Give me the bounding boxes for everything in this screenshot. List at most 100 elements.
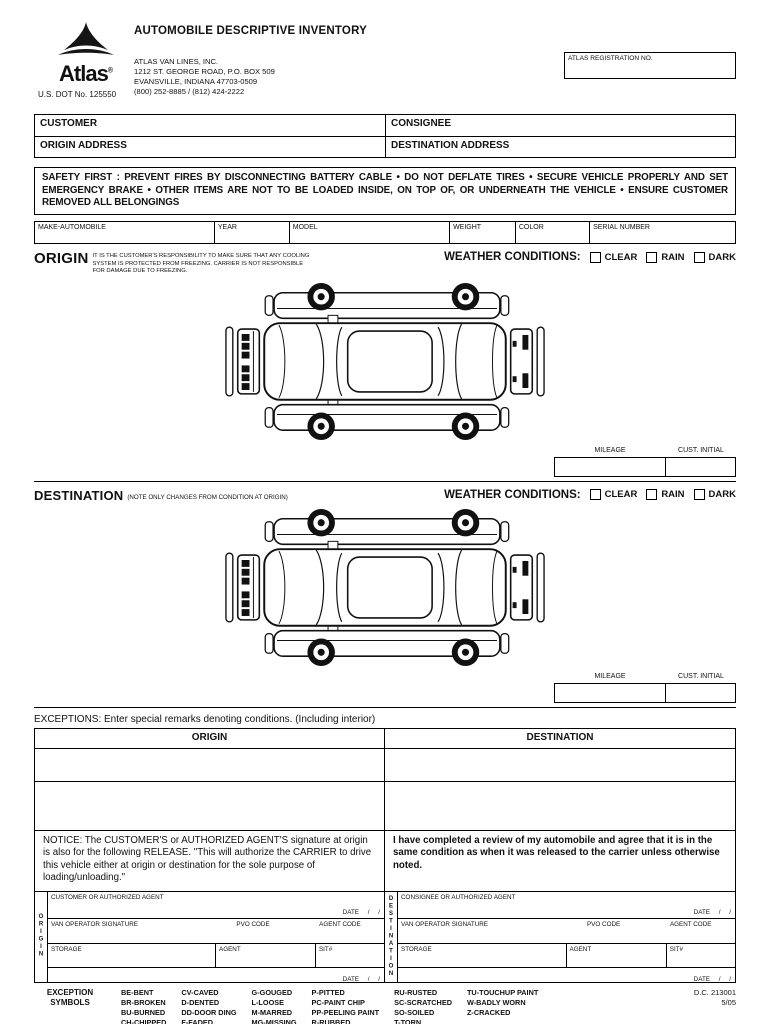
- symbols-column-2: CV-CAVED D-DENTED DD-DOOR DING F-FADED: [181, 987, 237, 1024]
- rain-label: RAIN: [661, 489, 685, 501]
- weather-label: WEATHER CONDITIONS:: [444, 488, 581, 501]
- destination-cust-initial-input[interactable]: [666, 682, 736, 703]
- customer-field[interactable]: CUSTOMER: [35, 115, 385, 136]
- color-field[interactable]: COLOR: [516, 222, 591, 244]
- destination-title: DESTINATION: [34, 487, 124, 503]
- agent-code-label: AGENT CODE: [669, 920, 712, 928]
- exceptions-origin-area-2[interactable]: [35, 781, 385, 830]
- cust-initial-label: CUST. INITIAL: [678, 446, 724, 454]
- make-field[interactable]: MAKE-AUTOMOBILE: [35, 222, 215, 244]
- destination-vertical-text: DESTINATION: [388, 895, 394, 979]
- destination-weather: WEATHER CONDITIONS: CLEAR RAIN DARK: [444, 489, 736, 501]
- exceptions-destination-header: DESTINATION: [526, 731, 594, 743]
- exceptions-destination-area-2[interactable]: [385, 782, 735, 830]
- consignee-label: CONSIGNEE: [391, 118, 452, 129]
- dark-checkbox-destination[interactable]: [693, 489, 705, 501]
- consignee-signature-field[interactable]: CONSIGNEE OR AUTHORIZED AGENT DATE / /: [398, 892, 735, 919]
- origin-signature-block: ORIGIN CUSTOMER OR AUTHORIZED AGENT DATE…: [35, 891, 385, 983]
- consignee-field[interactable]: CONSIGNEE: [385, 115, 735, 136]
- origin-mileage-block: MILEAGE CUST. INITIAL: [34, 447, 736, 477]
- weight-label: WEIGHT: [453, 224, 482, 232]
- origin-vertical-label: ORIGIN: [35, 891, 48, 982]
- mileage-label: MILEAGE: [594, 446, 626, 454]
- company-line: 1212 ST. GEORGE ROAD, P.O. BOX 509: [134, 67, 275, 77]
- atlas-wordmark: Atlas®: [59, 61, 113, 86]
- storage-label: STORAGE: [401, 945, 432, 953]
- safety-label: SAFETY FIRST :: [42, 172, 120, 183]
- exceptions-title: EXCEPTIONS: Enter special remarks denoti…: [34, 713, 376, 725]
- destination-signature-block: DESTINATION CONSIGNEE OR AUTHORIZED AGEN…: [385, 891, 735, 983]
- destination-date-field-2[interactable]: DATE / /: [693, 975, 731, 983]
- origin-van-operator-row[interactable]: VAN OPERATOR SIGNATURE PVO CODE AGENT CO…: [48, 919, 384, 944]
- rain-label: RAIN: [661, 251, 685, 263]
- model-label: MODEL: [292, 224, 318, 232]
- origin-address-field[interactable]: ORIGIN ADDRESS: [35, 136, 385, 157]
- destination-mileage-input[interactable]: [554, 682, 666, 703]
- cust-initial-label: CUST. INITIAL: [678, 672, 724, 680]
- origin-date-field[interactable]: DATE / /: [342, 908, 380, 916]
- form-header: Atlas® U.S. DOT No. 125550 AUTOMOBILE DE…: [34, 22, 736, 114]
- origin-mileage-input[interactable]: [554, 456, 666, 477]
- origin-date-field-2[interactable]: DATE / /: [342, 975, 380, 983]
- agent-code-label: AGENT CODE: [319, 920, 361, 928]
- symbols-column-4: P-PITTED PC-PAINT CHIP PP-PEELING PAINT …: [311, 987, 380, 1024]
- weight-field[interactable]: WEIGHT: [450, 222, 516, 244]
- dot-number: U.S. DOT No. 125550: [38, 90, 117, 99]
- dark-label: DARK: [708, 251, 736, 263]
- sit-label: SIT#: [318, 945, 333, 953]
- rain-checkbox-origin[interactable]: [646, 251, 658, 263]
- destination-section-header: DESTINATION (NOTE ONLY CHANGES FROM COND…: [34, 489, 736, 502]
- car-diagram-destination[interactable]: [217, 506, 553, 673]
- exceptions-destination-area[interactable]: [385, 749, 735, 781]
- customer-signature-label: CUSTOMER OR AUTHORIZED AGENT: [51, 893, 164, 901]
- origin-title: ORIGIN: [34, 250, 89, 268]
- exceptions-origin-area[interactable]: [35, 748, 385, 781]
- destination-storage-row[interactable]: STORAGE AGENT SIT#: [398, 943, 735, 968]
- exception-symbols-legend: EXCEPTION SYMBOLS BE-BENT BR-BROKEN BU-B…: [34, 988, 736, 1024]
- year-field[interactable]: YEAR: [215, 222, 290, 244]
- destination-vertical-label: DESTINATION: [385, 891, 398, 982]
- customer-label: CUSTOMER: [40, 118, 98, 129]
- car-diagram-origin[interactable]: [217, 280, 553, 447]
- rain-checkbox-destination[interactable]: [646, 489, 658, 501]
- company-line: (800) 252-8885 / (812) 424-2222: [134, 87, 245, 97]
- section-divider: [34, 706, 736, 708]
- model-field[interactable]: MODEL: [290, 222, 451, 244]
- serial-number-field[interactable]: SERIAL NUMBER: [590, 222, 735, 243]
- van-operator-signature-label: VAN OPERATOR SIGNATURE: [401, 920, 489, 928]
- clear-checkbox-destination[interactable]: [589, 489, 601, 501]
- origin-weather: WEATHER CONDITIONS: CLEAR RAIN DARK: [444, 251, 736, 263]
- destination-van-operator-row[interactable]: VAN OPERATOR SIGNATURE PVO CODE AGENT CO…: [398, 919, 735, 944]
- year-label: YEAR: [217, 224, 237, 232]
- page-title: AUTOMOBILE DESCRIPTIVE INVENTORY: [134, 25, 368, 37]
- exception-symbols-title: EXCEPTION SYMBOLS: [46, 987, 94, 1007]
- destination-address-field[interactable]: DESTINATION ADDRESS: [385, 136, 735, 157]
- origin-cust-initial-input[interactable]: [666, 456, 736, 477]
- origin-storage-row[interactable]: STORAGE AGENT SIT#: [48, 943, 384, 968]
- destination-date-field[interactable]: DATE / /: [693, 908, 731, 916]
- customer-signature-field[interactable]: CUSTOMER OR AUTHORIZED AGENT DATE / /: [48, 892, 384, 919]
- serial-number-label: SERIAL NUMBER: [593, 224, 650, 232]
- review-agreement: I have completed a review of my automobi…: [393, 834, 720, 871]
- origin-address-label: ORIGIN ADDRESS: [40, 140, 127, 151]
- document-code: D.C. 213001 5/05: [693, 987, 736, 1007]
- clear-checkbox-origin[interactable]: [589, 251, 601, 263]
- pvo-code-label: PVO CODE: [586, 920, 621, 928]
- storage-label: STORAGE: [51, 945, 82, 953]
- safety-text: PREVENT FIRES BY DISCONNECTING BATTERY C…: [42, 172, 729, 209]
- registration-number-box[interactable]: ATLAS REGISTRATION NO.: [564, 52, 736, 79]
- registration-label: ATLAS REGISTRATION NO.: [568, 55, 653, 62]
- company-line: EVANSVILLE, INDIANA 47703-0509: [134, 77, 258, 87]
- destination-date-row[interactable]: DATE / /: [398, 968, 735, 983]
- sit-label: SIT#: [669, 945, 684, 953]
- origin-date-row[interactable]: DATE / /: [48, 968, 384, 983]
- clear-label: CLEAR: [604, 251, 638, 263]
- dark-checkbox-origin[interactable]: [693, 251, 705, 263]
- atlas-logo-icon: [58, 22, 114, 55]
- destination-mileage-block: MILEAGE CUST. INITIAL: [34, 673, 736, 703]
- weather-label: WEATHER CONDITIONS:: [444, 251, 581, 264]
- atlas-logo: Atlas® U.S. DOT No. 125550: [38, 22, 134, 99]
- origin-vertical-text: ORIGIN: [38, 914, 44, 960]
- dark-label: DARK: [708, 489, 736, 501]
